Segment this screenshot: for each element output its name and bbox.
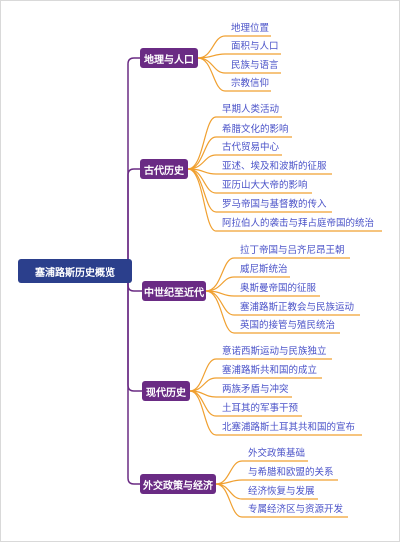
leaf-topic[interactable]: 罗马帝国与基督教的传入 — [222, 199, 327, 210]
leaf-topic[interactable]: 地理位置 — [231, 23, 270, 34]
root-node[interactable]: 塞浦路斯历史概览 — [18, 259, 132, 283]
branch-label: 古代历史 — [144, 165, 184, 177]
leaf-topic[interactable]: 外交政策基础 — [248, 448, 306, 459]
leaf-connector — [215, 460, 308, 485]
leaf-topic[interactable]: 英国的接管与殖民统治 — [240, 320, 336, 331]
branch-label: 外交政策与经济 — [143, 480, 213, 492]
branch-connector — [127, 168, 140, 271]
leaf-topic[interactable]: 阿拉伯人的袭击与拜占庭帝国的统治 — [222, 218, 375, 229]
branch-node[interactable]: 古代历史 — [140, 159, 188, 179]
leaf-topic[interactable]: 经济恢复与发展 — [248, 486, 315, 497]
leaf-connector — [187, 136, 292, 170]
leaf-topic[interactable]: 希腊文化的影响 — [222, 124, 289, 135]
leaf-connector — [187, 168, 382, 232]
leaf-topic[interactable]: 早期人类活动 — [222, 104, 280, 115]
branch-node[interactable]: 外交政策与经济 — [140, 474, 216, 494]
leaf-connector — [205, 290, 340, 334]
branch-label: 现代历史 — [146, 387, 186, 399]
leaf-topic[interactable]: 古代贸易中心 — [222, 142, 280, 153]
branch-connector — [127, 271, 140, 485]
branch-connector — [127, 57, 140, 271]
leaf-topic[interactable]: 意诺西斯运动与民族独立 — [222, 346, 327, 357]
leaf-connector — [197, 53, 281, 59]
leaf-topic[interactable]: 奥斯曼帝国的征服 — [240, 283, 317, 294]
leaf-topic[interactable]: 专属经济区与资源开发 — [248, 504, 344, 515]
root-label: 塞浦路斯历史概览 — [35, 267, 115, 279]
leaf-connector — [197, 35, 271, 59]
branch-label: 地理与人口 — [144, 54, 194, 66]
leaf-topic[interactable]: 亚历山大大帝的影响 — [222, 180, 308, 191]
leaf-topic[interactable]: 拉丁帝国与吕齐尼昂王朝 — [240, 245, 345, 256]
leaf-connector — [187, 154, 282, 170]
leaf-connector — [189, 377, 322, 392]
leaf-connector — [215, 479, 338, 485]
leaf-topic[interactable]: 面积与人口 — [231, 41, 279, 52]
leaf-topic[interactable]: 塞浦路斯正教会与民族运动 — [240, 302, 355, 313]
leaf-topic[interactable]: 两族矛盾与冲突 — [222, 384, 289, 395]
branch-label: 中世纪至近代 — [144, 287, 204, 299]
leaf-topic[interactable]: 威尼斯统治 — [240, 264, 288, 275]
leaf-topic[interactable]: 北塞浦路斯土耳其共和国的宣布 — [222, 422, 356, 433]
leaf-connector — [205, 276, 290, 292]
leaf-topic[interactable]: 土耳其的军事干预 — [222, 403, 299, 414]
leaf-connector — [197, 57, 271, 92]
branch-node[interactable]: 地理与人口 — [140, 48, 198, 68]
leaf-topic[interactable]: 塞浦路斯共和国的成立 — [222, 365, 318, 376]
branch-node[interactable]: 中世纪至近代 — [142, 281, 206, 301]
leaf-topic[interactable]: 与希腊和欧盟的关系 — [248, 467, 334, 478]
leaf-topic[interactable]: 宗教信仰 — [231, 78, 270, 89]
leaf-topic[interactable]: 民族与语言 — [231, 60, 279, 71]
leaf-topic[interactable]: 亚述、埃及和波斯的征服 — [222, 161, 327, 172]
leaf-connector — [189, 390, 362, 436]
branch-node[interactable]: 现代历史 — [142, 381, 190, 401]
leaf-connector — [189, 358, 332, 392]
leaf-connector — [205, 257, 350, 292]
leaf-connector — [215, 483, 348, 518]
